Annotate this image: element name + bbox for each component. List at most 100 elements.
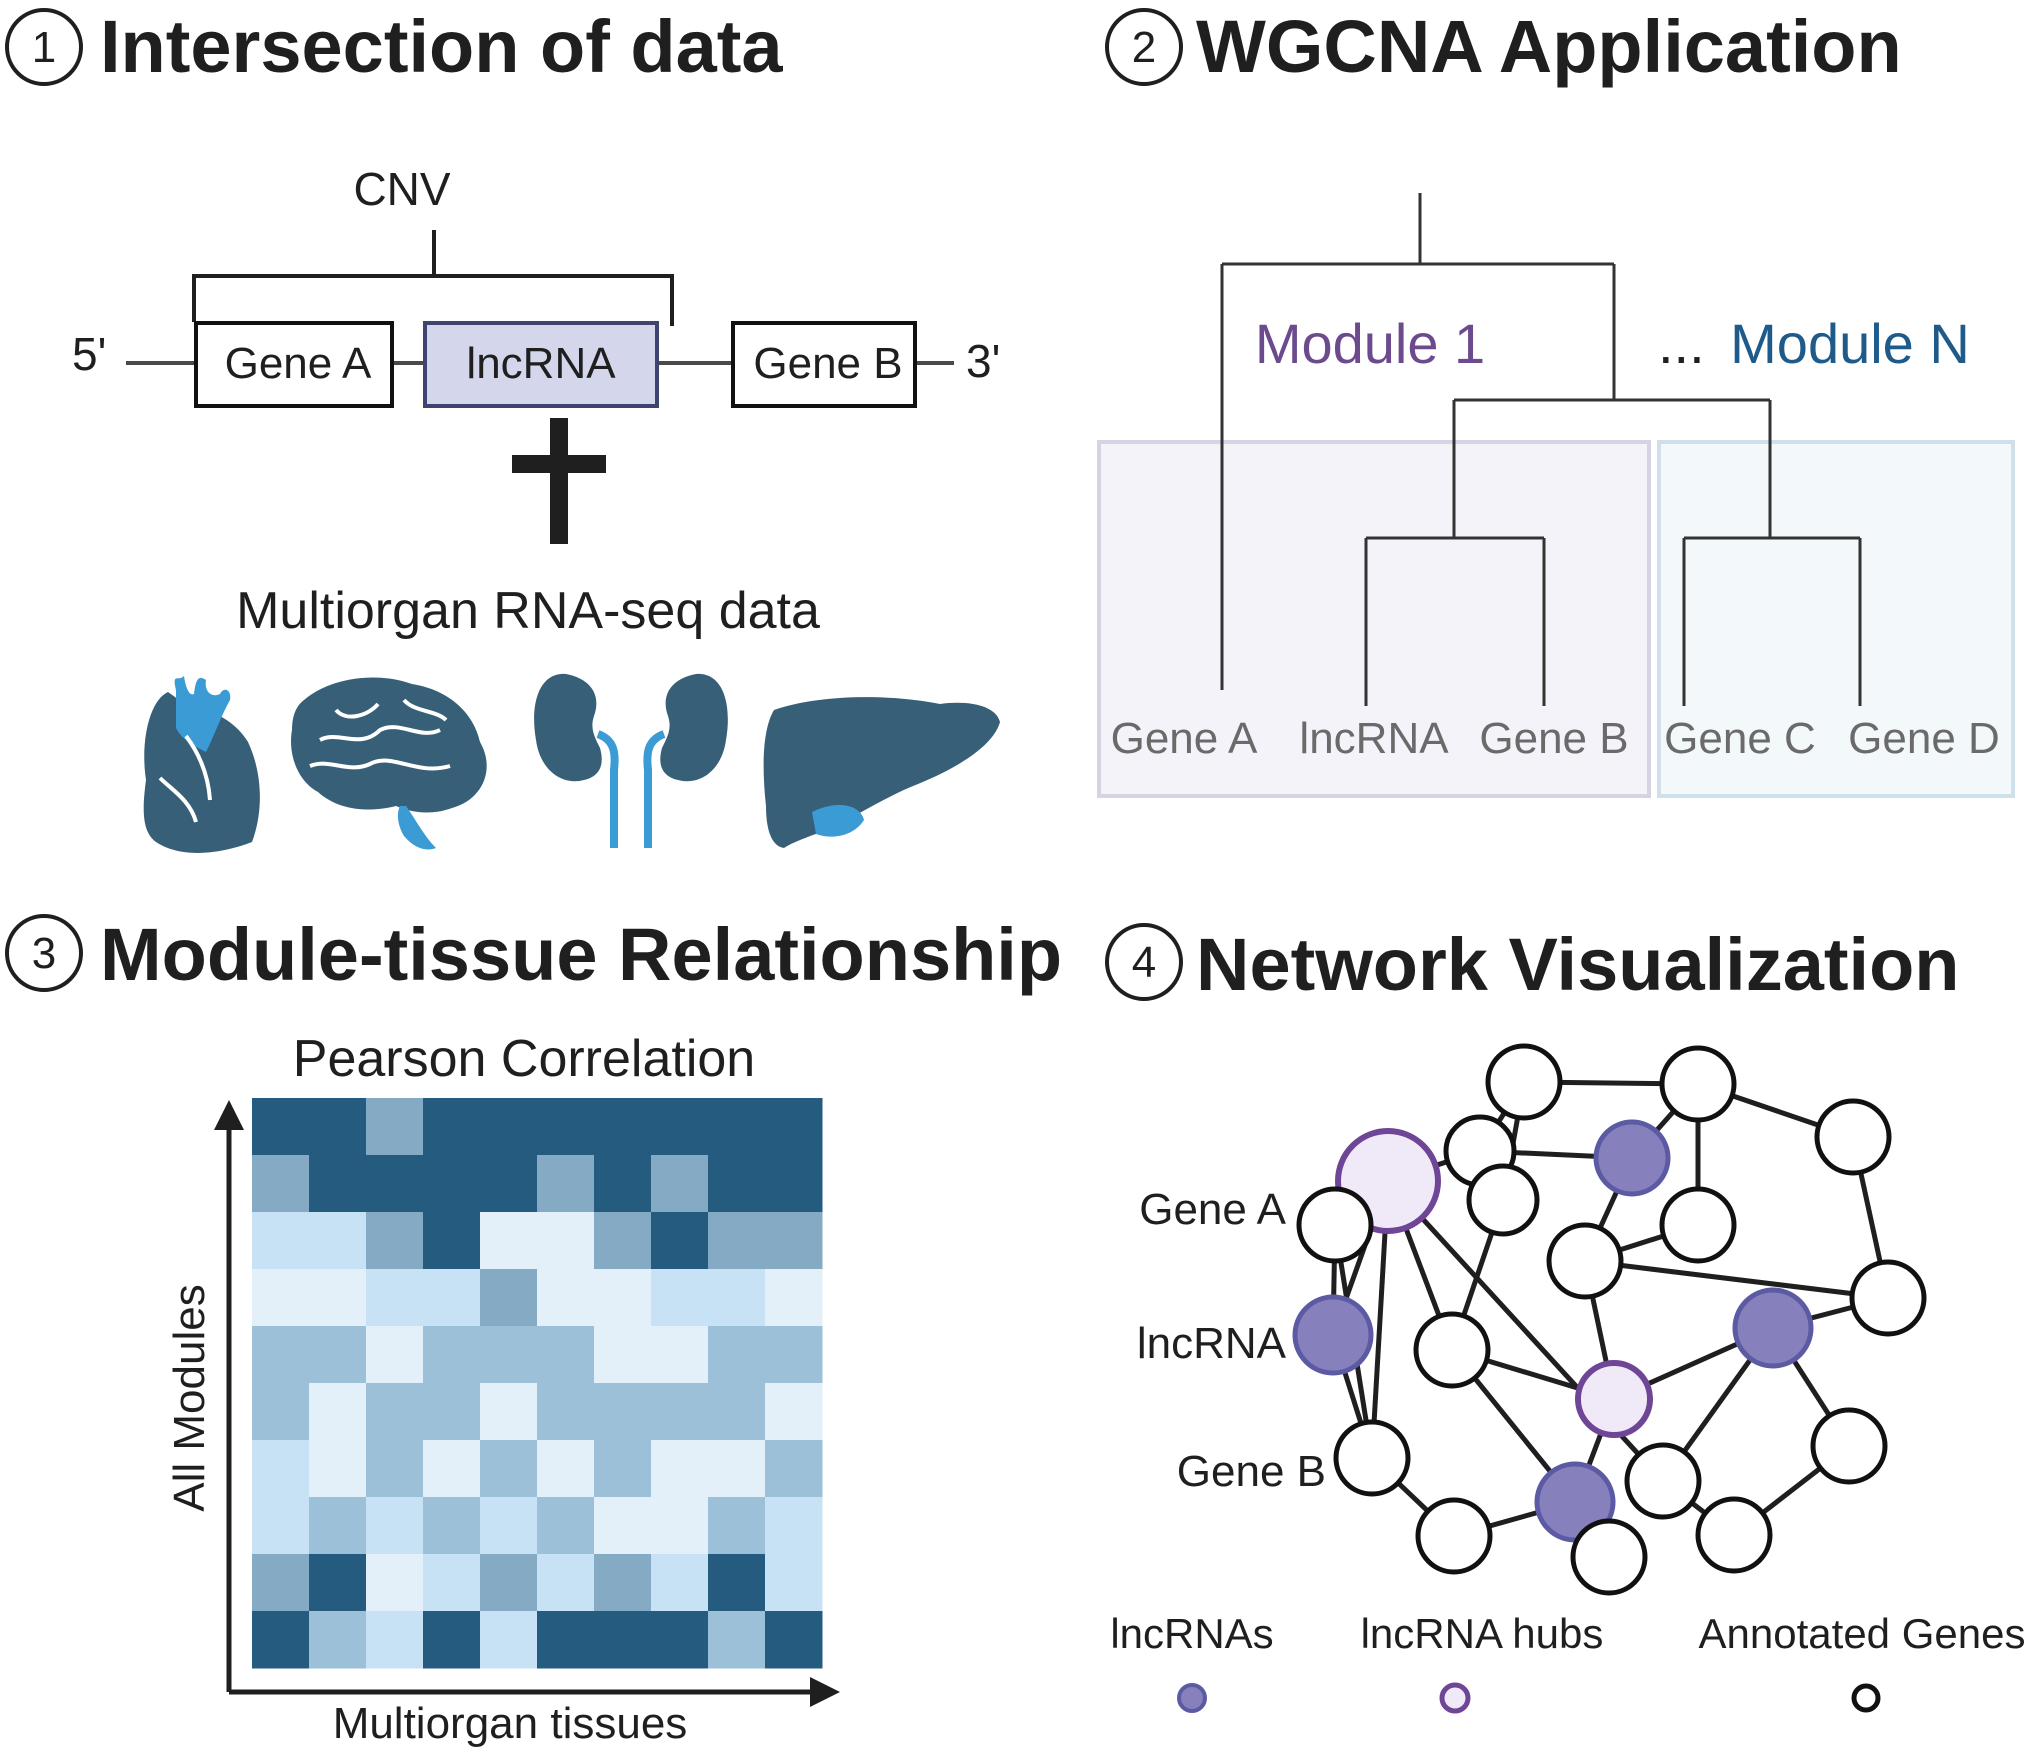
network-label-lncrna: lncRNA: [1137, 1319, 1287, 1368]
heatmap-cell: [594, 1212, 652, 1270]
heatmap-cell: [480, 1212, 538, 1270]
heatmap-cell: [765, 1212, 823, 1270]
heatmap-cell: [366, 1269, 424, 1327]
heatmap-cell: [651, 1440, 709, 1498]
y-axis-label: All Modules: [165, 1284, 214, 1511]
heatmap-cell: [252, 1611, 310, 1669]
heatmap-cell: [708, 1155, 766, 1213]
heatmap-cell: [423, 1611, 481, 1669]
heatmap-cell: [651, 1554, 709, 1612]
heatmap-cell: [651, 1269, 709, 1327]
network-node-gene: [1659, 1045, 1737, 1123]
heatmap-cell: [480, 1155, 538, 1213]
leaf-gene-c: Gene C: [1664, 714, 1816, 763]
heatmap-cell: [480, 1383, 538, 1441]
heatmap-cell: [537, 1212, 595, 1270]
lncrna-box: [423, 321, 659, 408]
heatmap-cell: [309, 1440, 367, 1498]
panel-1-number-circle: [5, 8, 83, 86]
heatmap-cell: [651, 1098, 709, 1156]
heatmap-cell: [423, 1383, 481, 1441]
network-node-gene: [1296, 1186, 1374, 1264]
five-prime-label: 5': [72, 328, 106, 380]
rnaseq-label: Multiorgan RNA-seq data: [236, 582, 820, 640]
heatmap-cell: [423, 1497, 481, 1555]
heatmap-cell: [309, 1611, 367, 1669]
network-node-gene: [1810, 1407, 1888, 1485]
panel-4-title: Network Visualization: [1196, 923, 1960, 1006]
heatmap-cell: [480, 1554, 538, 1612]
heatmap-cell: [708, 1326, 766, 1384]
legend-hubs-label: lncRNA hubs: [1361, 1610, 1604, 1657]
heatmap-cell: [423, 1155, 481, 1213]
module-n-label: Module N: [1730, 312, 1970, 375]
heatmap-cell: [594, 1554, 652, 1612]
x-axis-arrow: [810, 1677, 840, 1707]
heatmap-cell: [480, 1611, 538, 1669]
heatmap-cell: [423, 1440, 481, 1498]
lncrna-label: lncRNA: [466, 339, 616, 388]
network-node-gene: [1695, 1496, 1773, 1574]
heatmap-cell: [651, 1326, 709, 1384]
heatmap-cell: [366, 1155, 424, 1213]
heatmap-cell: [366, 1326, 424, 1384]
heatmap-cell: [537, 1098, 595, 1156]
heatmap-cell: [594, 1269, 652, 1327]
heatmap-cell: [480, 1497, 538, 1555]
heatmap-cell: [594, 1383, 652, 1441]
heatmap-cell: [252, 1326, 310, 1384]
network-node-gene: [1570, 1518, 1648, 1596]
module-ellipsis: ...: [1658, 312, 1705, 375]
kidneys-icon: [534, 673, 728, 848]
leaf-lncrna: lncRNA: [1299, 714, 1449, 763]
heatmap-cell: [480, 1098, 538, 1156]
network-node-gene: [1849, 1259, 1927, 1337]
heatmap-cell: [309, 1098, 367, 1156]
heatmap-cell: [537, 1611, 595, 1669]
legend-hub-swatch: [1439, 1682, 1471, 1714]
heatmap-cell: [366, 1098, 424, 1156]
heatmap-cell: [765, 1554, 823, 1612]
plus-icon: [512, 418, 606, 544]
heatmap-cell: [366, 1611, 424, 1669]
heatmap-cell: [708, 1554, 766, 1612]
heatmap-cell: [423, 1326, 481, 1384]
panel-4-number-circle: [1105, 923, 1183, 1001]
heatmap-cell: [252, 1269, 310, 1327]
heatmap-cell: [708, 1440, 766, 1498]
network-edge: [1584, 1258, 1889, 1301]
heatmap-cell: [537, 1383, 595, 1441]
network-node-lncrna: [1732, 1287, 1814, 1369]
heatmap-cell: [708, 1383, 766, 1441]
panel-2-title: WGCNA Application: [1196, 5, 1902, 88]
heatmap-cell: [366, 1497, 424, 1555]
network-node-gene: [1333, 1419, 1411, 1497]
network-node-gene: [1659, 1186, 1737, 1264]
gene-a-box: [194, 321, 394, 408]
network-node-gene: [1415, 1497, 1493, 1575]
network-graph: [1292, 1043, 1927, 1596]
heatmap-cell: [309, 1155, 367, 1213]
heatmap-cell: [765, 1098, 823, 1156]
heatmap-cell: [252, 1098, 310, 1156]
heatmap-cell: [708, 1098, 766, 1156]
gene-a-label: Gene A: [225, 339, 372, 388]
heatmap-cell: [309, 1326, 367, 1384]
panel-3-number: 3: [32, 929, 56, 978]
gene-b-box: [731, 321, 917, 408]
panel-2-number-circle: [1105, 8, 1183, 86]
heatmap-cell: [708, 1212, 766, 1270]
heatmap-cell: [765, 1611, 823, 1669]
heatmap-cell: [651, 1611, 709, 1669]
heatmap-cell: [309, 1269, 367, 1327]
heatmap-cell: [423, 1098, 481, 1156]
leaf-gene-d: Gene D: [1848, 714, 2000, 763]
heatmap-cell: [252, 1554, 310, 1612]
heatmap-cell: [765, 1155, 823, 1213]
network-label-gene-b: Gene B: [1177, 1447, 1326, 1496]
heatmap-cell: [537, 1497, 595, 1555]
legend-genes-label: Annotated Genes: [1699, 1610, 2026, 1657]
heatmap-cell: [651, 1383, 709, 1441]
legend-lncrna-swatch: [1177, 1683, 1207, 1713]
